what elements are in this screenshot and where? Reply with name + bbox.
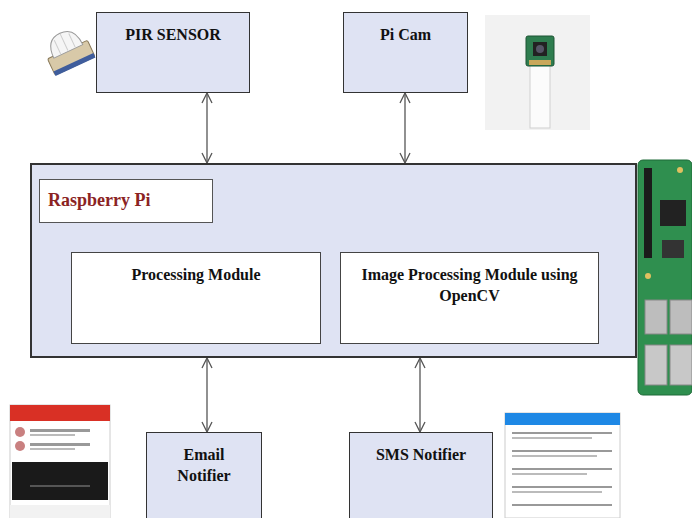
controller-box: Raspberry Pi Processing Module Image Proce… bbox=[30, 163, 637, 358]
email-screenshot bbox=[10, 405, 110, 518]
pir-sensor-picture bbox=[40, 24, 96, 76]
sms-screenshot bbox=[505, 413, 620, 518]
camera-box: Pi Cam bbox=[343, 12, 468, 93]
heading-text: Raspberry Pi bbox=[40, 180, 212, 220]
connector-arrow bbox=[206, 358, 207, 432]
box-label: PIR SENSOR bbox=[125, 13, 221, 46]
notifier-box: Email Notifier bbox=[146, 432, 262, 518]
sensor-box: PIR SENSOR bbox=[96, 12, 250, 93]
connector-arrow bbox=[206, 93, 207, 163]
pi-camera-picture bbox=[485, 15, 590, 130]
box-label: Pi Cam bbox=[380, 13, 431, 46]
raspberry-pi-picture bbox=[638, 160, 692, 395]
notifier-box: SMS Notifier bbox=[349, 432, 493, 518]
module-box: Processing Module bbox=[71, 252, 321, 344]
module-box: Image Processing Module using OpenCV bbox=[340, 252, 599, 344]
box-label: Email Notifier bbox=[164, 433, 244, 487]
heading-box: Raspberry Pi bbox=[39, 179, 213, 223]
box-label: SMS Notifier bbox=[376, 433, 466, 466]
box-label: Processing Module bbox=[131, 253, 260, 286]
connector-arrow bbox=[419, 358, 420, 432]
box-label: Image Processing Module using OpenCV bbox=[360, 253, 580, 307]
connector-arrow bbox=[404, 93, 405, 163]
